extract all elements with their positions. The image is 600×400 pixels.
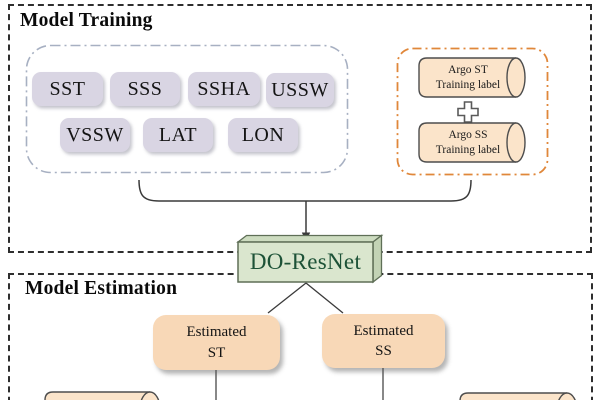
input-chip-vssw: VSSW bbox=[60, 118, 130, 152]
argo-st-label-line1: Argo ST bbox=[448, 63, 488, 76]
output-st-line2: ST bbox=[207, 344, 226, 361]
input-chip-ssha: SSHA bbox=[188, 72, 260, 106]
model-node-label: DO-ResNet bbox=[249, 249, 362, 274]
argo-ss-cylinder bbox=[418, 122, 526, 163]
argo-ss-label: Argo SS Training label bbox=[419, 123, 517, 162]
model-node-shape bbox=[236, 234, 384, 284]
input-chip-lon: LON bbox=[228, 118, 298, 152]
input-chip-sss: SSS bbox=[110, 72, 180, 106]
output-node-estimated-st: Estimated ST bbox=[153, 315, 280, 370]
connector-model-to-st bbox=[267, 282, 307, 314]
bottom-left-cylinder bbox=[44, 391, 160, 400]
connector-model-to-ss bbox=[305, 282, 344, 314]
argo-st-cylinder bbox=[418, 57, 526, 98]
plus-icon bbox=[457, 101, 479, 123]
bottom-right-cylinder bbox=[459, 392, 576, 400]
merge-brace-connector bbox=[138, 179, 472, 202]
output-ss-line1: Estimated bbox=[353, 322, 414, 339]
input-variables-box bbox=[25, 44, 349, 174]
argo-ss-label-line2: Training label bbox=[435, 143, 501, 156]
input-chip-sst: SST bbox=[32, 72, 103, 106]
argo-labels-group-box bbox=[396, 47, 549, 176]
output-node-estimated-ss: Estimated SS bbox=[322, 314, 445, 368]
estimation-section-title: Model Estimation bbox=[25, 278, 178, 299]
argo-st-label: Argo ST Training label bbox=[419, 58, 517, 97]
training-section-title: Model Training bbox=[20, 10, 153, 31]
input-chip-ussw: USSW bbox=[266, 73, 334, 107]
argo-ss-label-line1: Argo SS bbox=[448, 128, 488, 141]
input-chip-lat: LAT bbox=[143, 118, 213, 152]
output-st-line1: Estimated bbox=[186, 324, 247, 341]
argo-st-label-line2: Training label bbox=[435, 78, 501, 91]
output-ss-line2: SS bbox=[375, 343, 392, 359]
